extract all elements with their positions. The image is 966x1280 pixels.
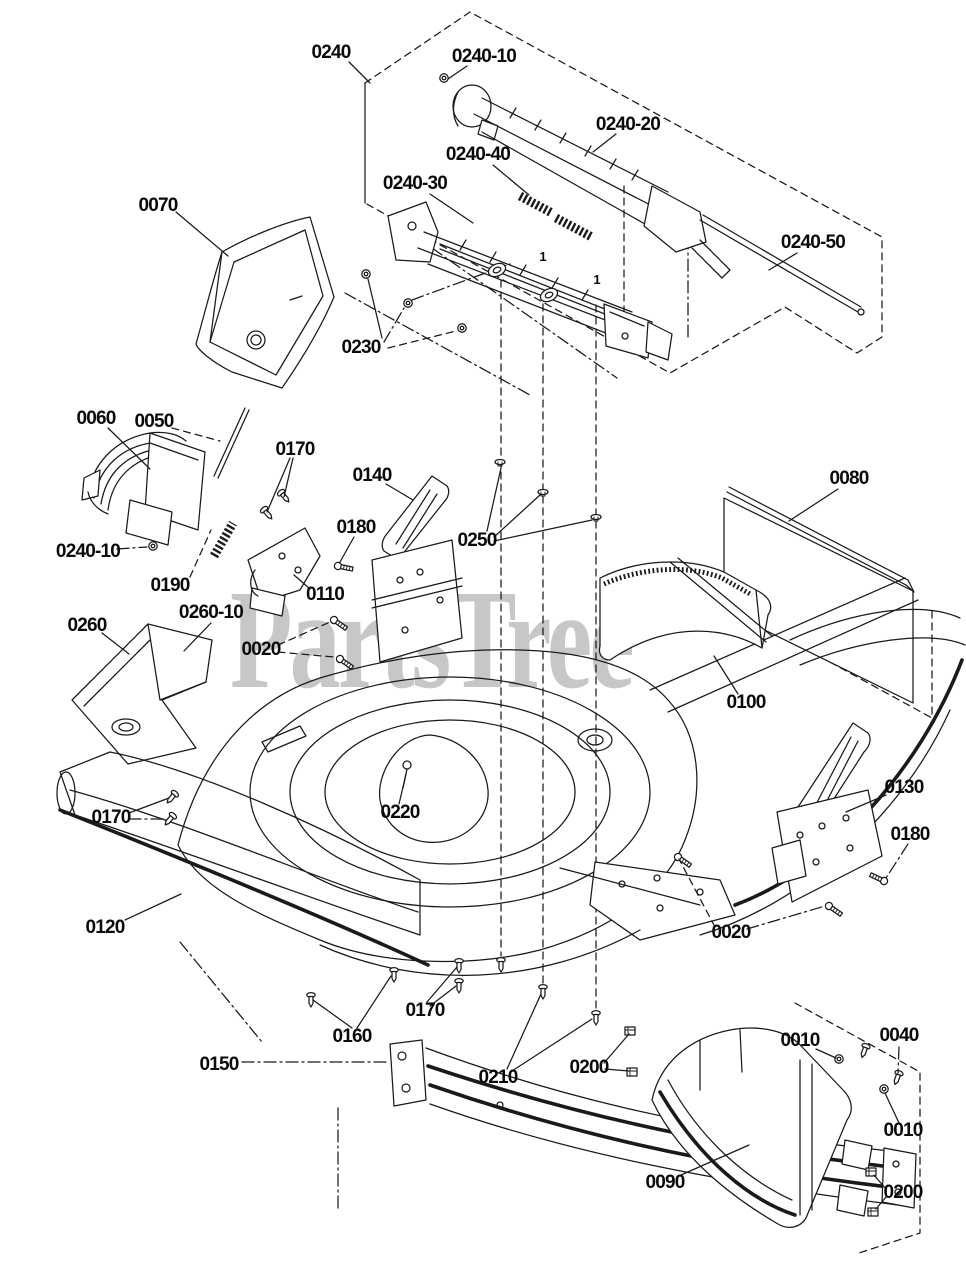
part-label-0040: 0040 bbox=[879, 1025, 918, 1046]
handle-assembly-boundary bbox=[364, 11, 883, 374]
part-label-0250: 0250 bbox=[457, 530, 496, 551]
part-label-0110: 0110 bbox=[306, 584, 344, 605]
part-0150-bumper bbox=[389, 1039, 917, 1209]
part-label-0230: 0230 bbox=[341, 337, 380, 358]
part-label-0060: 0060 bbox=[76, 408, 115, 429]
part-0050-rod bbox=[213, 407, 250, 479]
part-label-0020-left: 0020 bbox=[241, 639, 280, 660]
part-0120-deck bbox=[56, 577, 966, 976]
part-0100-mulch-door bbox=[598, 557, 773, 661]
part-label-0100: 0100 bbox=[726, 692, 765, 713]
part-label-0240-50: 0240-50 bbox=[781, 232, 845, 253]
part-0130-bracket bbox=[771, 722, 883, 903]
leader-lines bbox=[101, 61, 909, 1210]
part-0190-spring bbox=[210, 520, 237, 559]
callout-digit-1b: 1 bbox=[593, 272, 600, 287]
part-label-0120: 0120 bbox=[85, 917, 124, 938]
part-label-0190: 0190 bbox=[150, 575, 189, 596]
part-label-0240-10-left: 0240-10 bbox=[56, 541, 120, 562]
part-label-0200-left: 0200 bbox=[569, 1057, 608, 1078]
part-label-0240-40: 0240-40 bbox=[446, 144, 510, 165]
part-label-0170-upper: 0170 bbox=[275, 439, 314, 460]
part-label-0150: 0150 bbox=[199, 1054, 238, 1075]
part-0240-40-springs bbox=[517, 192, 594, 241]
part-label-0010-top: 0010 bbox=[780, 1030, 819, 1051]
part-label-0240-30: 0240-30 bbox=[383, 173, 447, 194]
part-label-0240: 0240 bbox=[311, 42, 350, 63]
part-label-0160: 0160 bbox=[332, 1026, 371, 1047]
part-label-0170-bottom: 0170 bbox=[405, 1000, 444, 1021]
part-label-0260: 0260 bbox=[67, 615, 106, 636]
part-label-0180-left: 0180 bbox=[336, 517, 375, 538]
part-0240-50-handle-rod bbox=[699, 214, 865, 316]
callout-digit-1a: 1 bbox=[539, 249, 546, 264]
part-label-0180-right: 0180 bbox=[890, 824, 929, 845]
part-label-0240-10-top: 0240-10 bbox=[452, 46, 516, 67]
part-0260-chute bbox=[71, 623, 213, 765]
part-label-0080: 0080 bbox=[829, 468, 868, 489]
part-label-0260-10: 0260-10 bbox=[179, 602, 243, 623]
part-label-0020-right: 0020 bbox=[711, 922, 750, 943]
part-label-0140: 0140 bbox=[352, 465, 391, 486]
part-0140-bracket bbox=[371, 475, 463, 663]
part-0240-upper-handle-bracket bbox=[452, 84, 731, 279]
part-labels: 0240 0240-10 0240-20 0240-40 0240-30 024… bbox=[56, 42, 931, 1203]
part-label-0090: 0090 bbox=[645, 1172, 684, 1193]
part-label-0130: 0130 bbox=[884, 777, 923, 798]
part-0070-cover bbox=[195, 216, 335, 389]
part-0240-30-lower-handle-bracket bbox=[387, 201, 673, 361]
part-label-0200-bottom: 0200 bbox=[883, 1182, 922, 1203]
part-label-0210: 0210 bbox=[478, 1067, 517, 1088]
part-label-0170-left: 0170 bbox=[91, 807, 130, 828]
part-label-0010-right: 0010 bbox=[883, 1120, 922, 1141]
part-0110-bracket bbox=[247, 527, 321, 617]
part-label-0050: 0050 bbox=[134, 411, 173, 432]
part-label-0070: 0070 bbox=[138, 195, 177, 216]
part-label-0220: 0220 bbox=[380, 802, 419, 823]
part-label-0240-20: 0240-20 bbox=[596, 114, 660, 135]
part-0060-housing bbox=[81, 431, 206, 546]
